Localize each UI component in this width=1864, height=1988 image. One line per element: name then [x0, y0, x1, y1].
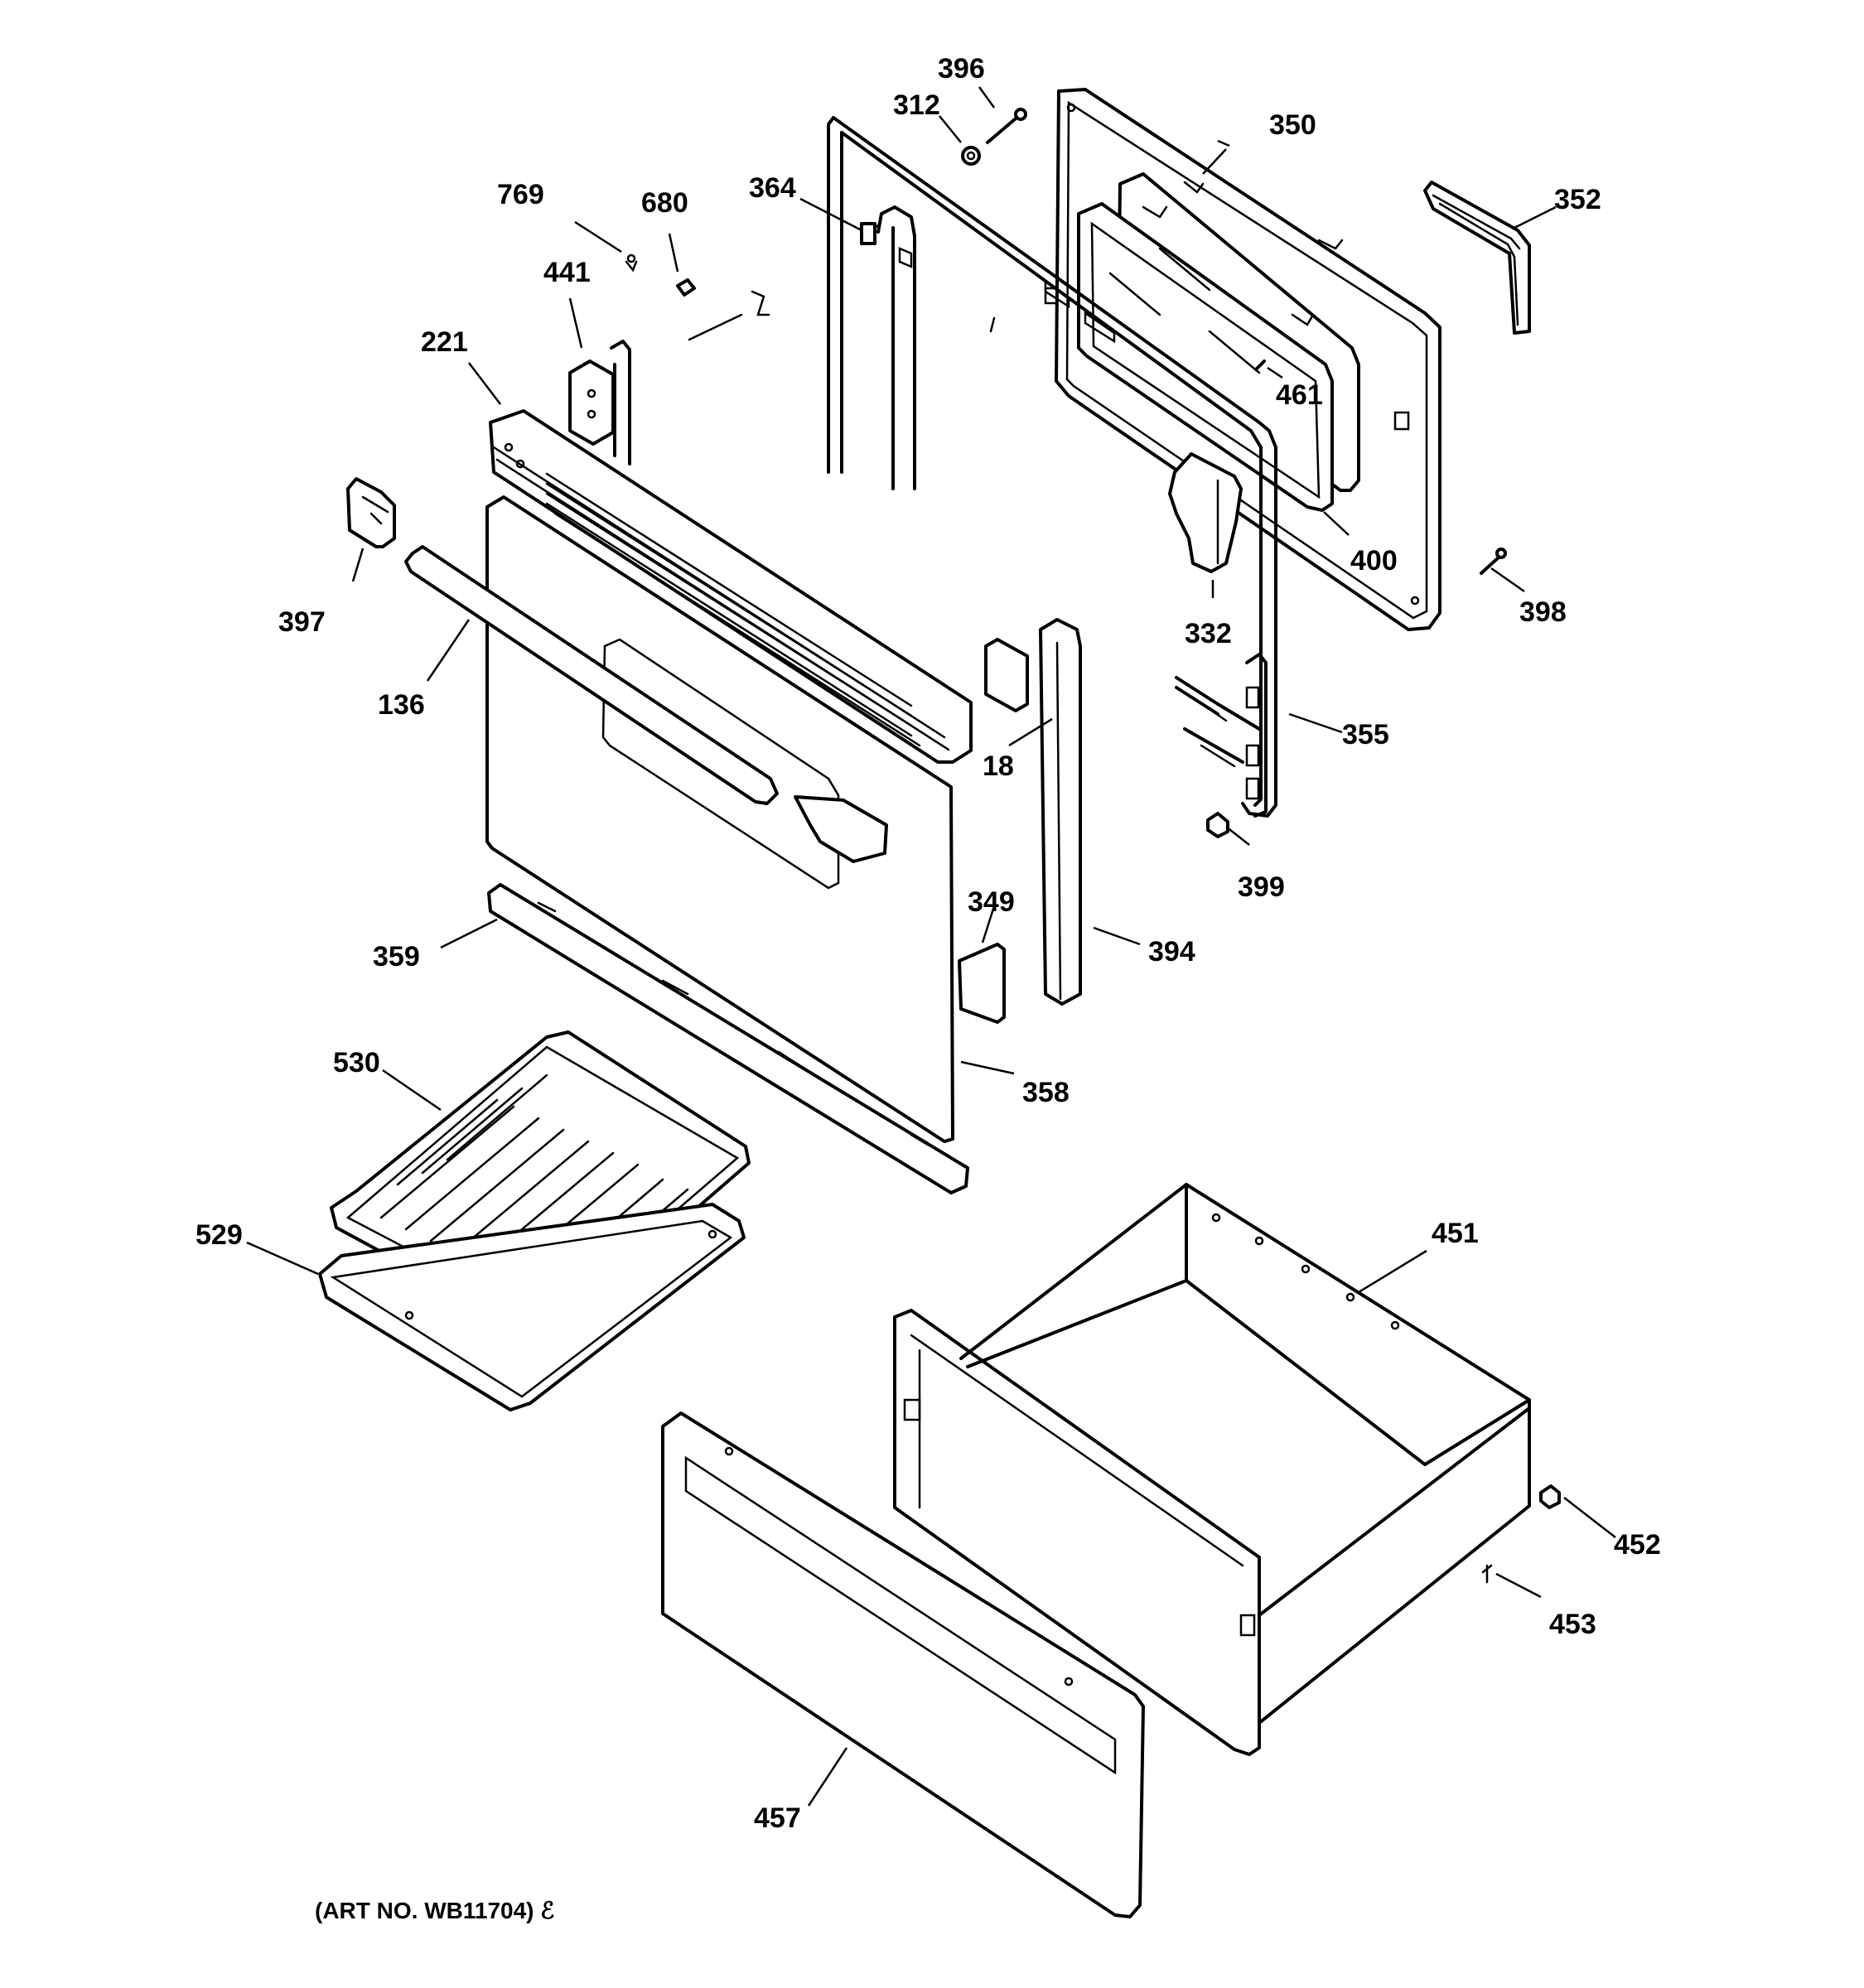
label-136: 136 [378, 689, 425, 721]
label-18: 18 [983, 750, 1014, 782]
label-769: 769 [497, 179, 544, 210]
label-352: 352 [1554, 184, 1601, 215]
label-312: 312 [893, 89, 940, 121]
side-trim-394 [984, 618, 1082, 1006]
fasteners [625, 108, 1561, 1584]
screw-398 [1480, 555, 1501, 575]
broiler-pan-529 [318, 1203, 746, 1411]
vent-trim-221 [489, 409, 973, 764]
label-358: 358 [1022, 1077, 1070, 1108]
label-461: 461 [1276, 379, 1323, 411]
insulation-332 [1168, 452, 1243, 573]
glide-452 [1539, 1484, 1561, 1509]
art-number: (ART NO. WB11704) ℰ [315, 1898, 554, 1923]
label-359: 359 [373, 941, 420, 972]
bolt-396 [986, 113, 1022, 144]
leader-lines [246, 86, 1616, 1807]
label-396: 396 [938, 53, 985, 84]
label-332: 332 [1185, 618, 1232, 649]
bumper-399 [1206, 812, 1229, 838]
door-panel-358 [485, 495, 954, 1143]
screw-453 [1481, 1564, 1493, 1584]
hinge-441 [568, 340, 631, 466]
door-frame-355 [827, 116, 1277, 818]
screw-769 [625, 260, 638, 273]
part-labels: 396 312 350 352 769 680 364 441 221 461 … [196, 53, 1661, 1834]
drawer-451 [893, 1183, 1531, 1756]
label-349: 349 [968, 886, 1015, 918]
label-398: 398 [1519, 596, 1567, 628]
label-529: 529 [196, 1219, 243, 1251]
label-364: 364 [749, 172, 796, 204]
label-394: 394 [1148, 936, 1195, 967]
bracket-397 [346, 477, 396, 548]
label-452: 452 [1614, 1529, 1661, 1561]
label-451: 451 [1432, 1218, 1479, 1249]
label-plate-349 [958, 943, 1006, 1024]
label-397: 397 [278, 606, 326, 638]
bottom-trim-359 [487, 883, 969, 1194]
label-453: 453 [1549, 1609, 1596, 1640]
drawer-front-457 [661, 1411, 1145, 1918]
screw-461 [1254, 359, 1266, 371]
label-680: 680 [641, 187, 688, 219]
label-350: 350 [1269, 109, 1316, 141]
label-399: 399 [1238, 871, 1285, 903]
label-221: 221 [421, 326, 468, 358]
label-441: 441 [543, 257, 591, 288]
vent-352 [1423, 181, 1531, 335]
label-400: 400 [1350, 545, 1398, 577]
screw-680 [676, 278, 696, 297]
label-530: 530 [333, 1047, 380, 1078]
handle-136 [404, 545, 888, 863]
label-355: 355 [1342, 719, 1389, 750]
label-457: 457 [754, 1802, 801, 1834]
